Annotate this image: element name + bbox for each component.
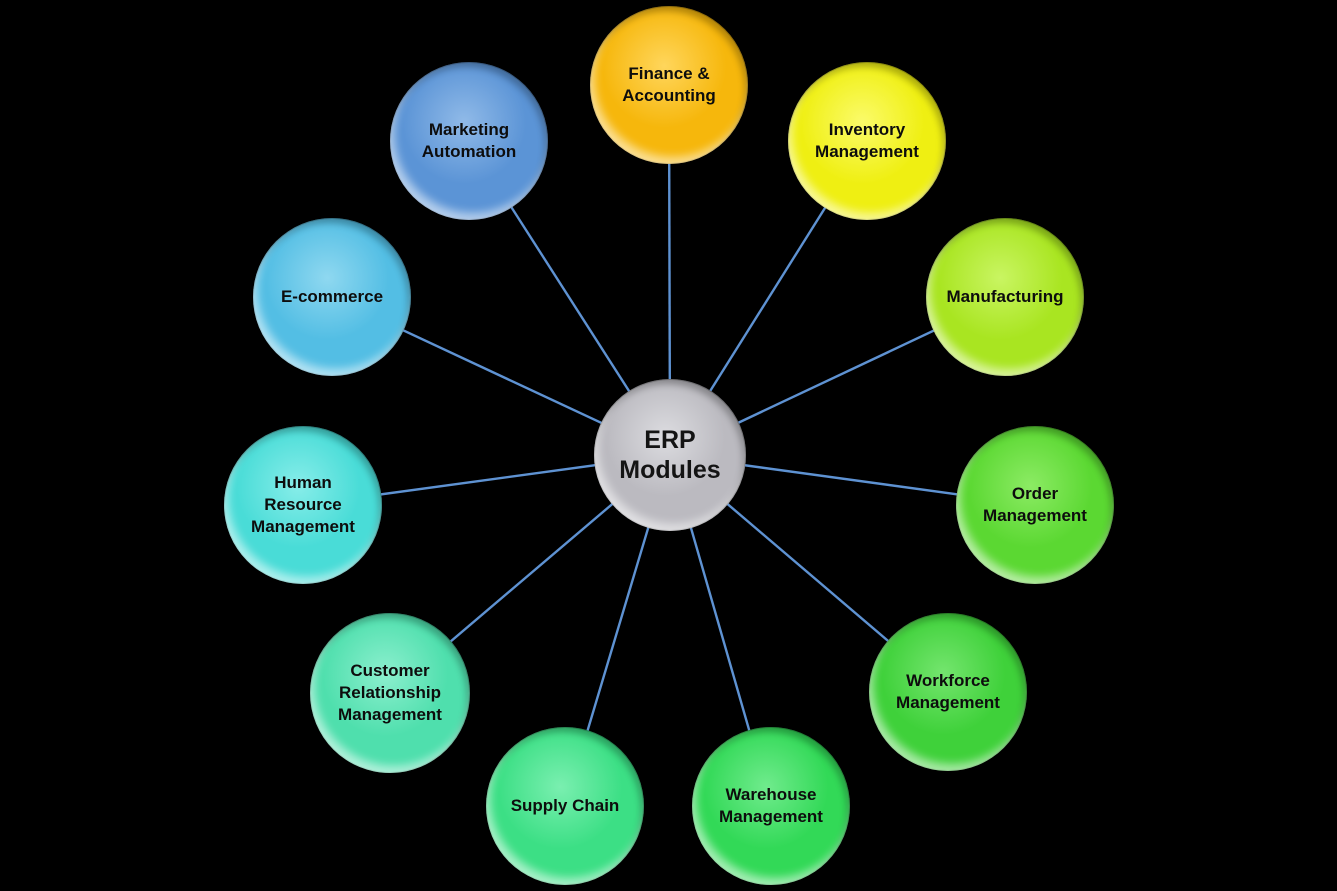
node-circle-marketing-automation: Marketing Automation: [390, 62, 548, 220]
node-label-order-management: Order Management: [983, 484, 1087, 525]
node-circle-workforce-management: Workforce Management: [869, 613, 1027, 771]
node-label-workforce-management: Workforce Management: [896, 671, 1000, 712]
node-label-supply-chain: Supply Chain: [510, 796, 620, 816]
node-label-human-resource-management: Human Resource Management: [251, 473, 355, 536]
node-label-e-commerce: E-commerce: [280, 287, 384, 307]
node-circle-human-resource-management: Human Resource Management: [224, 426, 382, 584]
node-circle-e-commerce: E-commerce: [253, 218, 411, 376]
hub-circle-erp-modules: ERP Modules: [594, 379, 746, 531]
node-label-inventory-management: Inventory Management: [815, 120, 919, 161]
hub-label: ERP Modules: [619, 425, 721, 485]
node-label-warehouse-management: Warehouse Management: [719, 785, 823, 826]
node-circle-finance-accounting: Finance & Accounting: [590, 6, 748, 164]
node-circle-inventory-management: Inventory Management: [788, 62, 946, 220]
node-circle-order-management: Order Management: [956, 426, 1114, 584]
node-circle-manufacturing: Manufacturing: [926, 218, 1084, 376]
node-circle-warehouse-management: Warehouse Management: [692, 727, 850, 885]
node-label-manufacturing: Manufacturing: [946, 287, 1064, 307]
node-label-marketing-automation: Marketing Automation: [421, 120, 517, 161]
node-circle-supply-chain: Supply Chain: [486, 727, 644, 885]
node-label-customer-relationship-management: Customer Relationship Management: [338, 661, 442, 724]
node-label-finance-accounting: Finance & Accounting: [622, 64, 716, 105]
node-circle-customer-relationship-management: Customer Relationship Management: [310, 613, 470, 773]
